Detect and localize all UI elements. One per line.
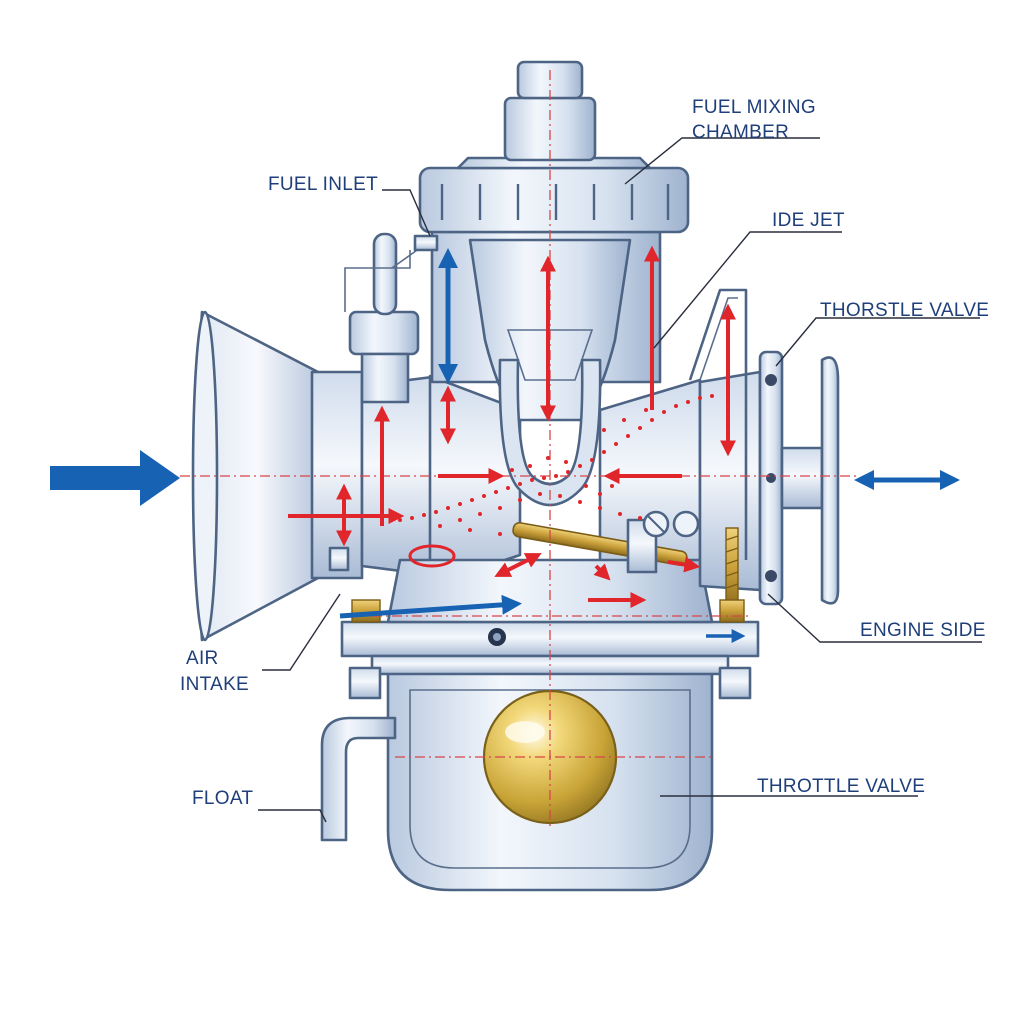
drain-tube: [320, 716, 397, 842]
leader-lines: [258, 137, 982, 823]
fuel-mist: [398, 394, 714, 536]
label-engine-side: ENGINE SIDE: [860, 620, 986, 641]
fuel-flow-arrows: [288, 245, 736, 608]
engine-flange: [698, 350, 840, 606]
label-throttle-valve-bottom: THROTTLE VALVE: [757, 776, 925, 797]
label-fuel-mixing-chamber-1: FUEL MIXING: [692, 97, 816, 118]
label-air-intake-2: INTAKE: [180, 674, 249, 695]
label-float: FLOAT: [192, 788, 253, 809]
throttle-shaft: [328, 510, 745, 623]
label-fuel-mixing-chamber-2: CHAMBER: [692, 122, 789, 143]
label-throttle-valve-top: THORSTLE VALVE: [820, 300, 989, 321]
label-idle-jet: IDE JET: [772, 210, 845, 231]
center-lines: [180, 70, 860, 830]
label-air-intake-1: AIR: [186, 648, 219, 669]
arrow-right-icon: [50, 450, 180, 506]
fuel-inlet-tower: [344, 232, 439, 404]
label-fuel-inlet: FUEL INLET: [268, 174, 378, 195]
air-flow-arrows: [50, 248, 960, 643]
